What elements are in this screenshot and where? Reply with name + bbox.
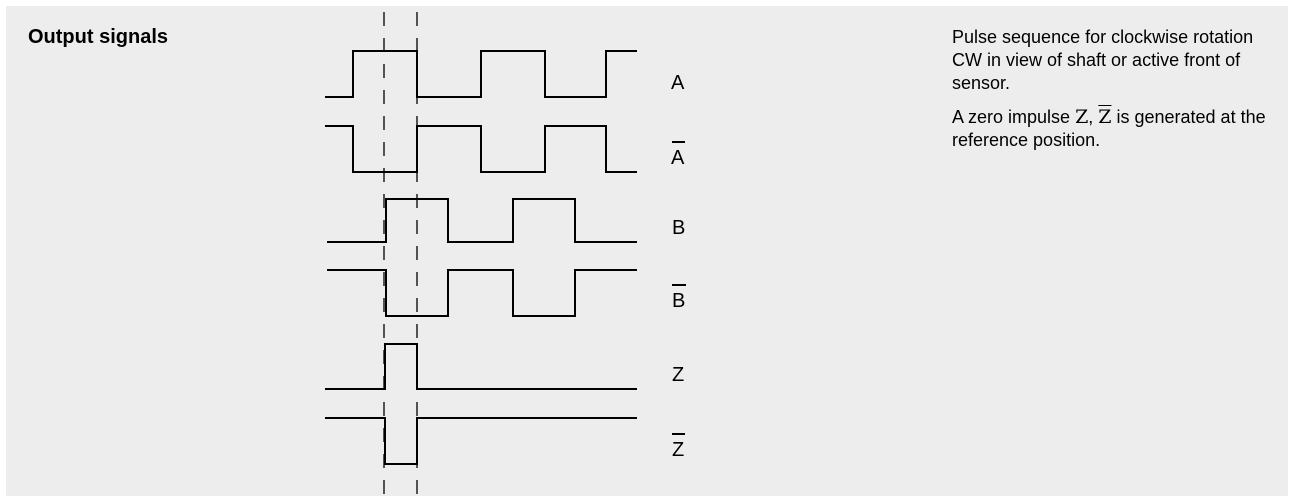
description-paragraph-1: Pulse sequence for clockwise rotation CW… [952, 27, 1254, 93]
signal-z-inverted-waveform [325, 417, 637, 465]
description-separator: , [1088, 107, 1099, 127]
signal-a-waveform [325, 50, 637, 98]
signal-z-waveform [325, 343, 637, 390]
signal-labels: A A B B Z Z [671, 72, 686, 461]
signal-label-b-inverted: B [672, 290, 685, 312]
description-text: Pulse sequence for clockwise rotation CW… [952, 26, 1282, 163]
signal-label-z-inverted: Z [672, 439, 684, 461]
signal-label-a-inverted: A [671, 147, 685, 169]
signal-label-b: B [672, 217, 685, 239]
signal-label-a: A [671, 72, 685, 94]
zero-impulse-inverted-symbol: Z [1098, 106, 1112, 128]
section-title: Output signals [28, 26, 168, 48]
reference-dashed-lines [383, 12, 418, 496]
content-panel: Output signals Pulse sequence for clockw… [6, 6, 1288, 496]
description-prefix: A zero impulse [952, 107, 1076, 127]
signal-b-inverted-waveform [327, 269, 637, 317]
description-suffix: is generated at the reference position. [952, 107, 1266, 150]
signal-b-waveform [327, 198, 637, 243]
description-paragraph-2: A zero impulse Z, Z is generated at the … [952, 106, 1282, 152]
signal-label-z: Z [672, 364, 684, 386]
signal-a-inverted-waveform [325, 125, 637, 173]
zero-impulse-symbol: Z [1075, 106, 1089, 128]
